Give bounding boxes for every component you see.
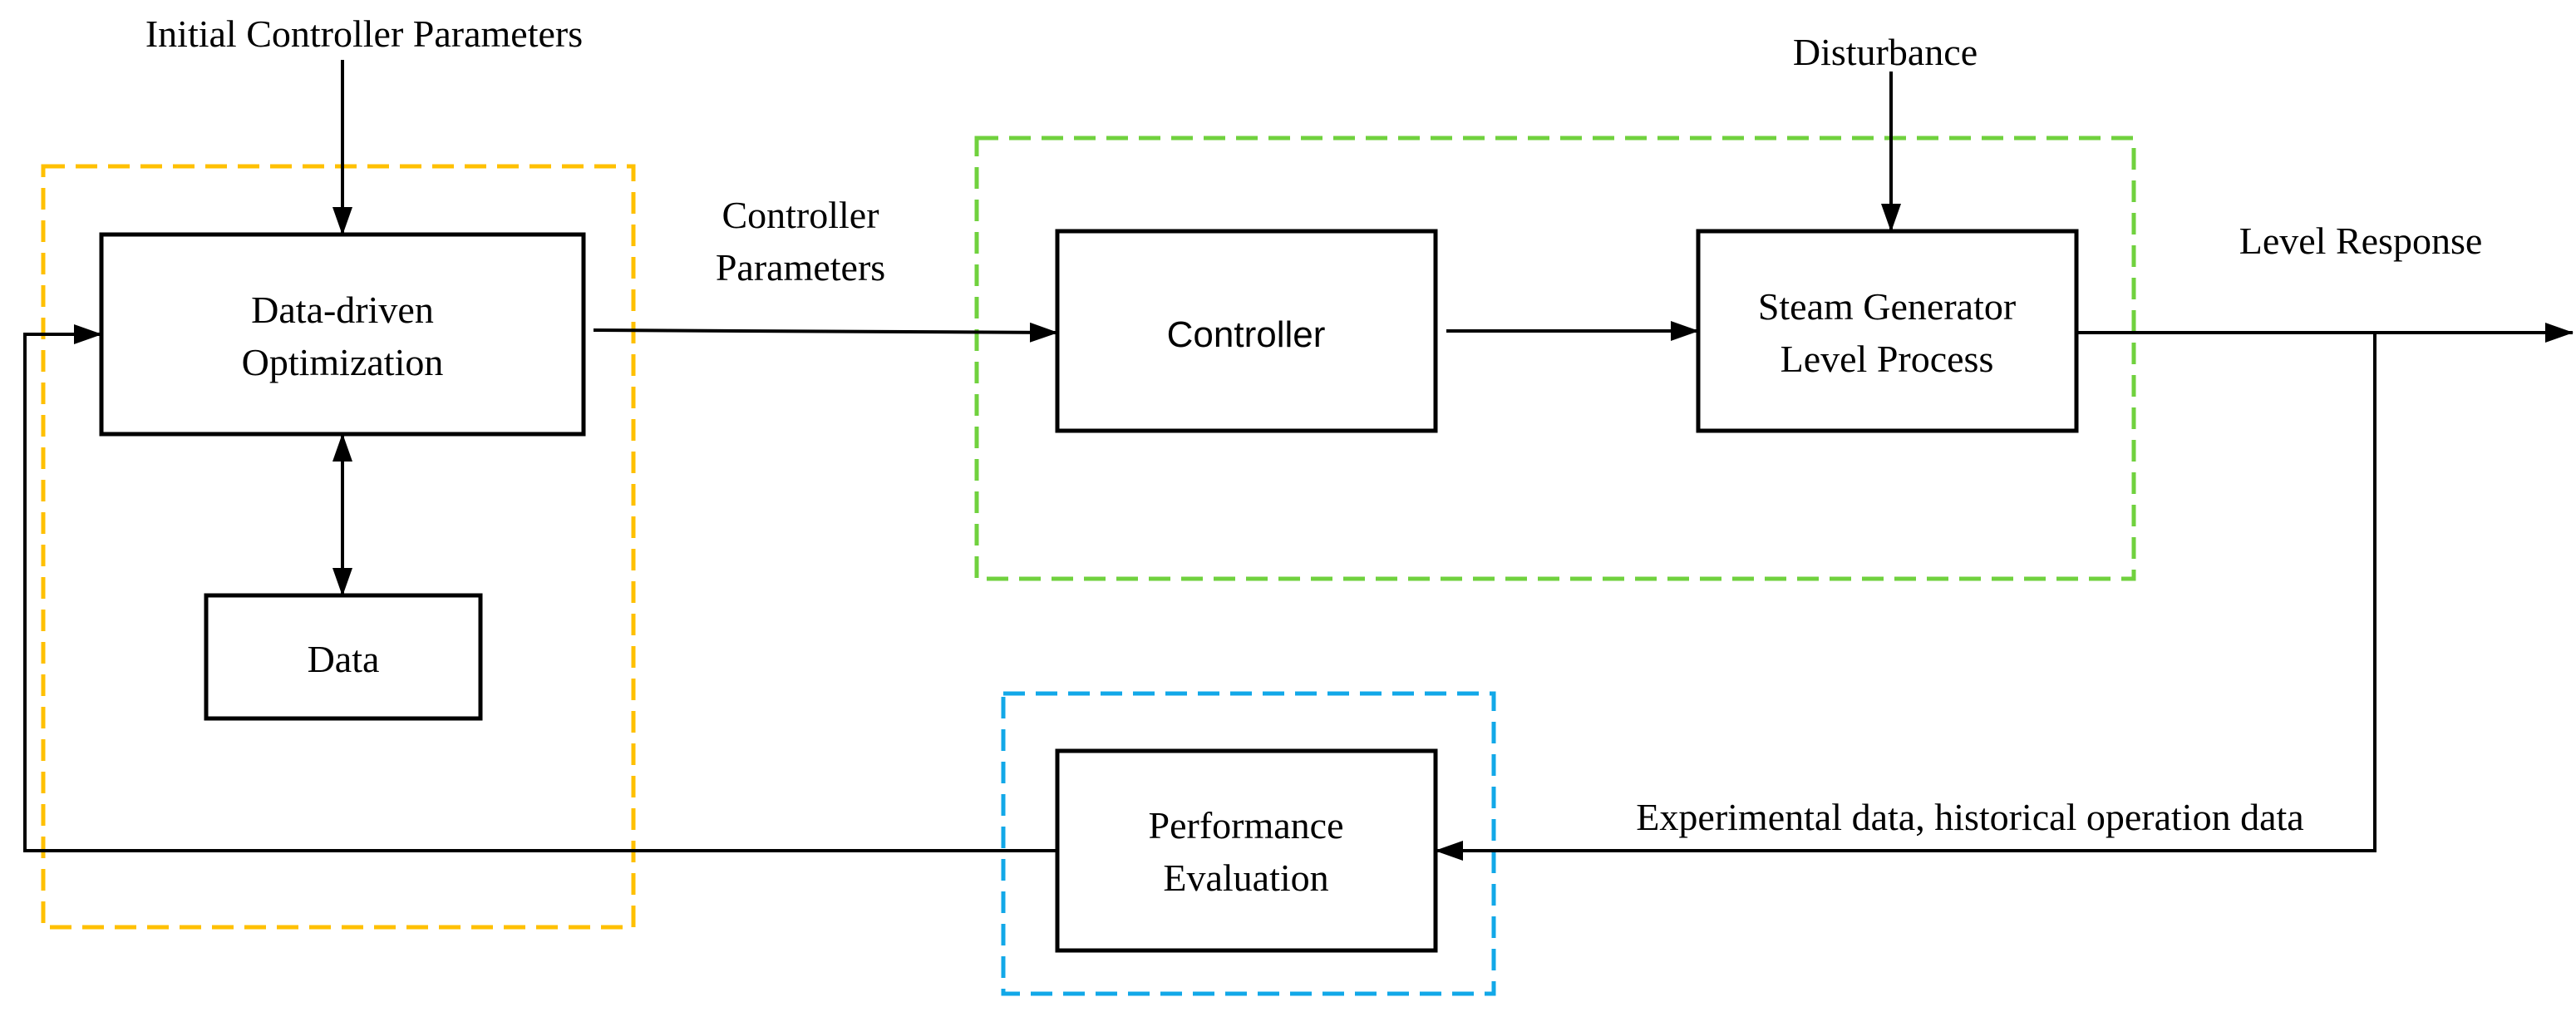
controller-block-label: Controller (1167, 314, 1326, 355)
evaluation-block-label-line1: Performance (1149, 804, 1344, 847)
controller-params-label-line1: Controller (722, 194, 879, 236)
plant-block (1696, 229, 2079, 433)
optimization-block-label-line1: Data-driven (251, 289, 434, 331)
feedback-to-evaluation-arrow (1435, 333, 2377, 861)
data-block (204, 593, 483, 721)
evaluation-block-label-line2: Evaluation (1163, 856, 1328, 899)
evaluation-group-frame (1001, 691, 1496, 996)
optimization-block (99, 232, 586, 437)
evaluation-to-optimization-arrow (23, 324, 1057, 852)
controller-block (1055, 229, 1438, 433)
feedback-data-label: Experimental data, historical operation … (1636, 796, 2303, 838)
evaluation-block (1055, 748, 1438, 953)
params-to-controller-arrow (593, 322, 1058, 343)
plant-block-label-line1: Steam Generator (1758, 285, 2016, 328)
initial-params-label: Initial Controller Parameters (145, 12, 583, 55)
optimization-group-frame (41, 164, 636, 930)
plant-block-label-line2: Level Process (1781, 338, 1994, 380)
controller-params-label-line2: Parameters (716, 246, 885, 289)
optimization-block-label-line2: Optimization (242, 341, 444, 383)
data-block-label: Data (308, 638, 380, 680)
disturbance-label: Disturbance (1793, 31, 1978, 73)
control-group-frame (974, 136, 2136, 581)
level-response-label: Level Response (2239, 220, 2483, 262)
